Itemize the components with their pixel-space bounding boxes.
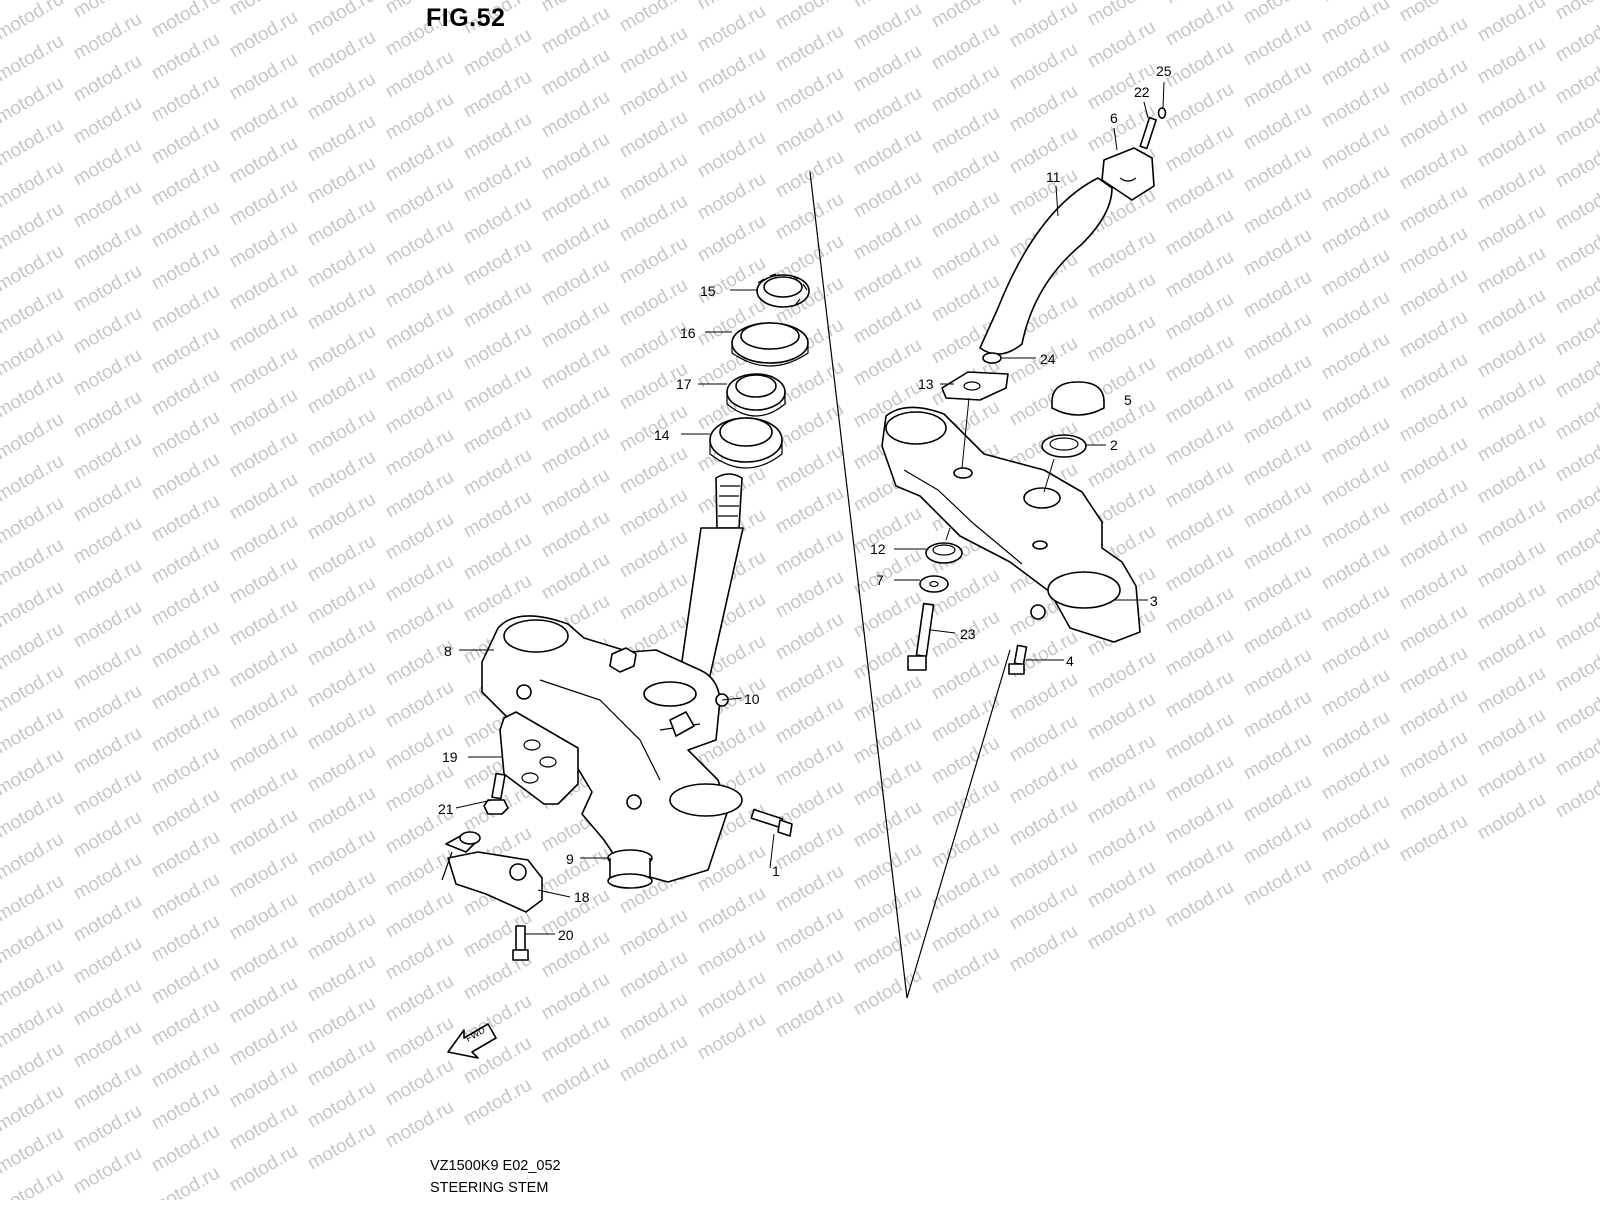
callout-16: 16 [680,325,696,341]
callout-4: 4 [1066,653,1074,669]
dust-seal-part [732,323,808,366]
cap-5-part [1052,382,1104,415]
callout-10: 10 [744,691,760,707]
callout-25: 25 [1156,63,1172,79]
seal-12-part [926,543,962,563]
callout-11: 11 [1046,169,1061,185]
callout-7: 7 [876,572,884,588]
callout-18: 18 [574,889,590,905]
section-title: STEERING STEM [430,1180,548,1196]
washer-25-part [1159,108,1166,118]
callout-13: 13 [918,376,934,392]
callout-22: 22 [1134,84,1150,100]
steering-stem-nut-part [757,274,809,307]
callout-20: 20 [558,927,574,943]
callout-21: 21 [438,801,454,817]
callout-15: 15 [700,283,716,299]
callout-3: 3 [1150,593,1158,609]
callout-2: 2 [1110,437,1118,453]
lower-bearing-part [710,418,782,468]
callout-9: 9 [566,851,574,867]
washer-24-part [983,353,1001,363]
callout-23: 23 [960,626,976,642]
callout-1: 1 [772,863,780,879]
plate-13-part [942,372,1008,400]
washer-7-part [920,576,948,592]
callout-5: 5 [1124,392,1132,408]
washer-2-part [1042,435,1086,457]
callout-6: 6 [1110,110,1118,126]
figure-label: FIG.52 [426,4,505,33]
callout-12: 12 [870,541,886,557]
bolt-4-part [1009,645,1026,674]
watermark-text: motod.ru [1552,0,1600,24]
callout-8: 8 [444,643,452,659]
callout-19: 19 [442,749,458,765]
lock-screw-20-part [513,926,528,960]
bushing-part [608,850,652,888]
callout-24: 24 [1040,351,1056,367]
upper-bearing-part [727,374,785,416]
model-code: VZ1500K9 E02_052 [430,1158,561,1174]
callout-17: 17 [676,376,692,392]
callout-14: 14 [654,427,670,443]
